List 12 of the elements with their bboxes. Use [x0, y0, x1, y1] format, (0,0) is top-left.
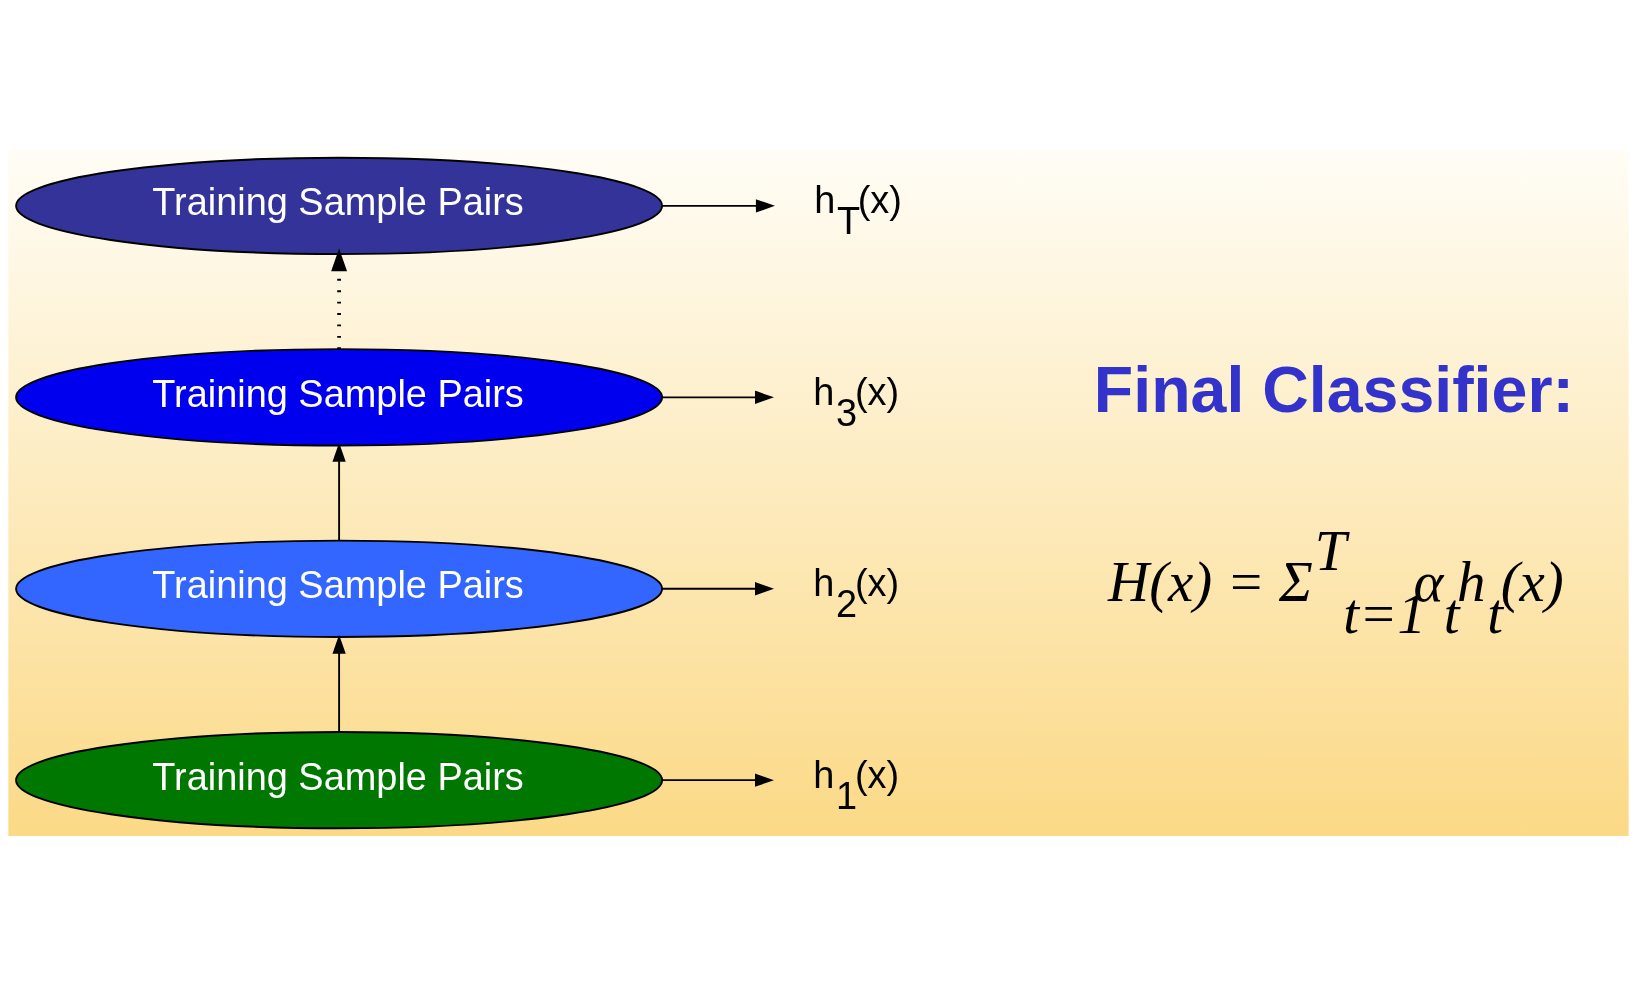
label: Final Classifier:	[1093, 353, 1574, 426]
arrow	[661, 581, 774, 595]
node-ellipse: Training Sample Pairs	[15, 539, 664, 638]
arrow	[661, 390, 774, 404]
arrow	[661, 773, 774, 787]
node-ellipse: Training Sample Pairs	[15, 730, 664, 829]
arrow	[661, 198, 775, 212]
arrow	[332, 634, 346, 732]
arrow	[332, 442, 346, 541]
node-ellipse: Training Sample Pairs	[15, 156, 664, 255]
node-ellipse: Training Sample Pairs	[15, 347, 664, 446]
arrow	[331, 248, 348, 349]
